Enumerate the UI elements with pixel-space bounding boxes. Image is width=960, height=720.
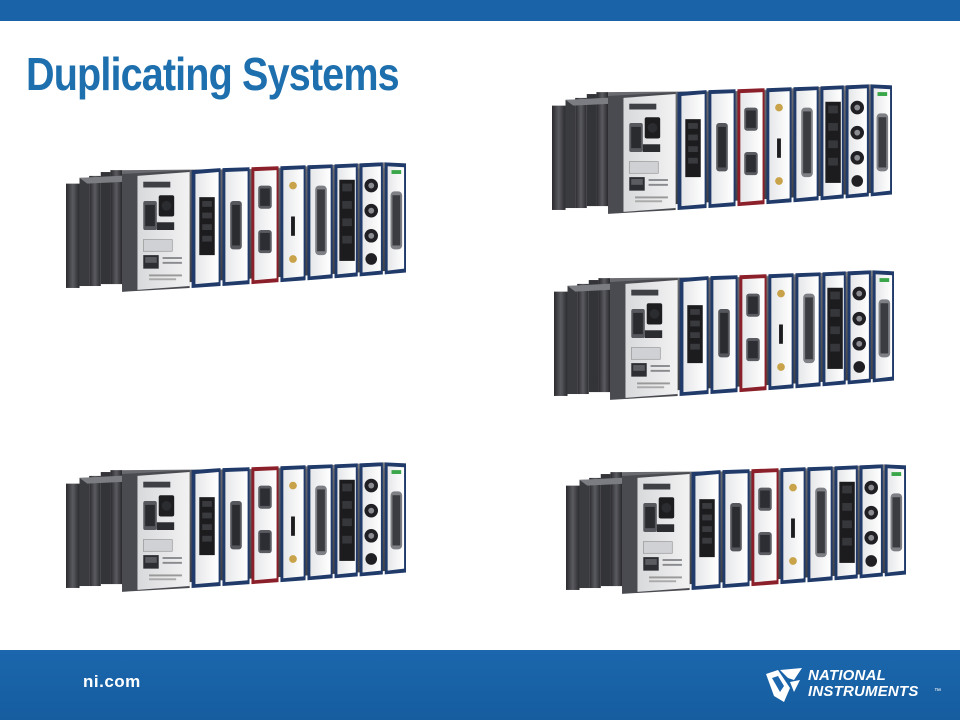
compactrio-chassis-image bbox=[554, 269, 894, 401]
ni-logo: NATIONAL INSTRUMENTS ™ bbox=[764, 664, 944, 710]
footer-bar: ni.com NATIONAL INSTRUMENTS ™ bbox=[0, 650, 960, 720]
compactrio-chassis-image bbox=[552, 83, 892, 215]
compactrio-chassis-image bbox=[66, 161, 406, 293]
ni-logo-text: NATIONAL INSTRUMENTS bbox=[808, 668, 919, 700]
compactrio-chassis-image bbox=[66, 461, 406, 593]
duplicate-system-2 bbox=[554, 268, 894, 408]
duplicate-system-3 bbox=[66, 460, 406, 600]
logo-line-2: INSTRUMENTS bbox=[808, 683, 919, 700]
header-bar bbox=[0, 0, 960, 21]
trademark-symbol: ™ bbox=[934, 688, 941, 695]
logo-line-1: NATIONAL bbox=[808, 667, 886, 684]
compactrio-chassis-image bbox=[566, 463, 906, 595]
ni-eagle-logo-icon bbox=[766, 668, 802, 702]
slide-title: Duplicating Systems bbox=[26, 48, 400, 100]
original-system bbox=[66, 160, 406, 300]
footer-url[interactable]: ni.com bbox=[83, 672, 141, 691]
duplicate-system-4 bbox=[566, 462, 906, 602]
duplicate-system-1 bbox=[552, 82, 892, 222]
